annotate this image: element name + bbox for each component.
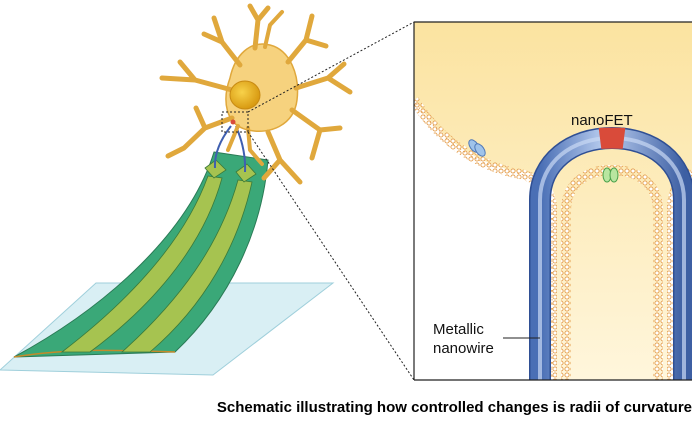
figure-caption: Schematic illustrating how controlled ch… xyxy=(216,399,692,416)
zoom-line-top xyxy=(247,21,415,113)
nanowire-probe-left xyxy=(213,125,232,169)
inset-cell-interior xyxy=(414,22,692,380)
nanofet-marker xyxy=(230,119,236,125)
substrate-stripe-2 xyxy=(120,179,253,353)
zoom-region-box xyxy=(221,111,249,133)
metallic-nanowire-label-line1: Metallic xyxy=(433,321,484,338)
neuron-nucleus xyxy=(229,80,261,110)
electrode-tip-right xyxy=(235,163,257,183)
membrane-protein-green xyxy=(602,167,619,183)
nanofet-label: nanoFET xyxy=(571,112,633,129)
membrane-protein-blue xyxy=(468,139,486,157)
substrate-stripe-1 xyxy=(60,175,223,353)
substrate-edge xyxy=(13,349,176,358)
metallic-nanowire-label: Metallic nanowire xyxy=(433,320,543,358)
zoom-line-bottom xyxy=(247,131,415,381)
electrode-tip-left xyxy=(204,159,227,179)
metallic-nanowire-label-line2: nanowire xyxy=(433,340,494,357)
inset-panel xyxy=(414,22,692,380)
